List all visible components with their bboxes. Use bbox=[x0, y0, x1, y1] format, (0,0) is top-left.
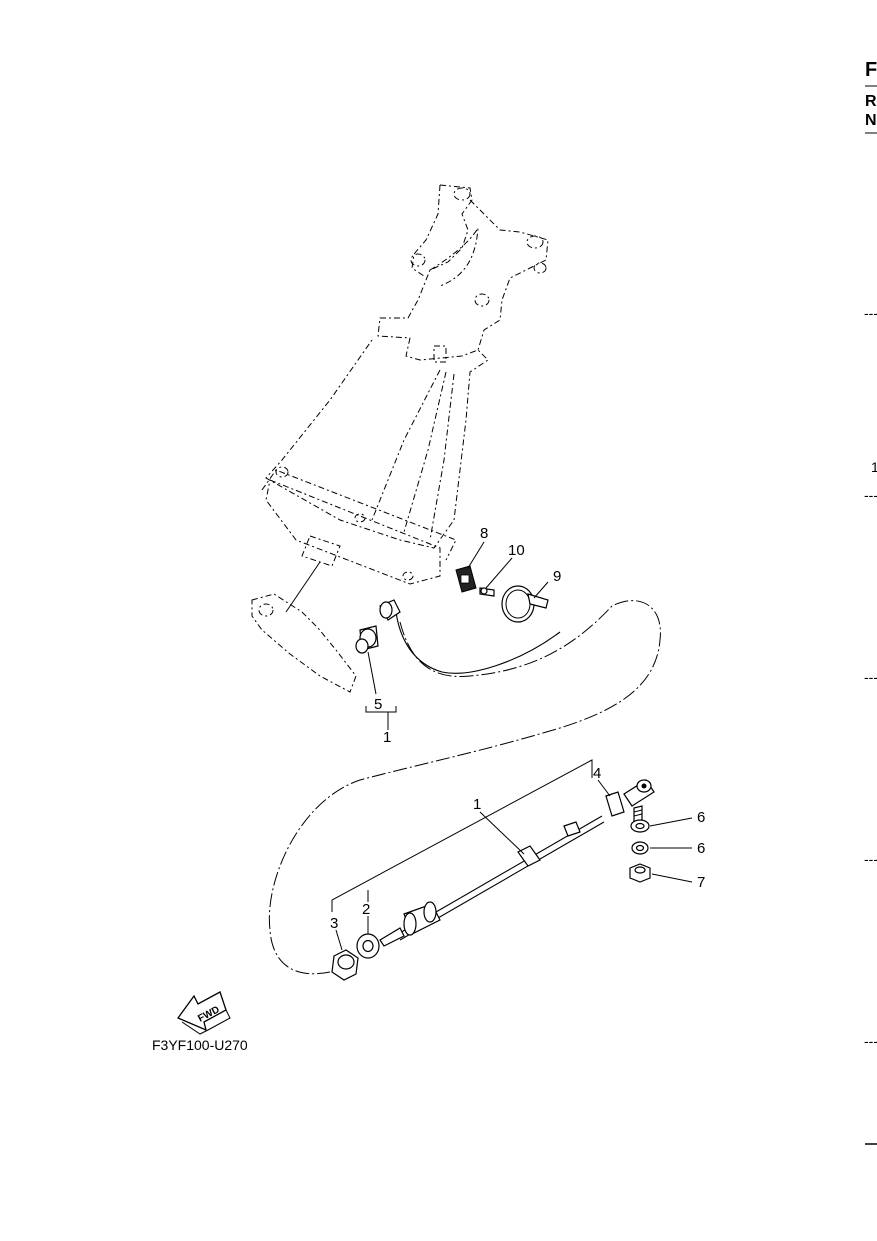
callout-4: 4 bbox=[593, 765, 601, 782]
cable-joint-4 bbox=[605, 779, 655, 823]
leader-lines bbox=[331, 541, 693, 951]
figure-code: F3YF100-U270 bbox=[152, 1037, 248, 1053]
margin-tick: --- bbox=[864, 305, 877, 321]
cable-band-9 bbox=[501, 585, 549, 623]
margin-tick: --- bbox=[864, 851, 877, 867]
callout-6-a: 6 bbox=[697, 809, 705, 826]
callout-9: 9 bbox=[553, 568, 561, 585]
margin-tick: --- bbox=[864, 669, 877, 685]
cable-clip-8 bbox=[455, 565, 477, 593]
callout-1-upper: 1 bbox=[383, 729, 391, 746]
callout-1-lower: 1 bbox=[473, 796, 481, 813]
cable-housing-end bbox=[395, 611, 561, 674]
callout-6-b: 6 bbox=[697, 840, 705, 857]
shift-cable bbox=[379, 815, 605, 947]
callout-7: 7 bbox=[697, 874, 705, 891]
cable-upper-joint bbox=[355, 599, 401, 654]
nut-3 bbox=[331, 949, 359, 981]
nut-7 bbox=[629, 863, 651, 883]
washer-2 bbox=[356, 933, 380, 959]
margin-number: 1 bbox=[871, 459, 877, 475]
cable-routing bbox=[268, 600, 661, 975]
fwd-arrow-icon: FWD bbox=[176, 991, 231, 1035]
callout-2: 2 bbox=[362, 901, 370, 918]
washer-6-b bbox=[631, 841, 649, 855]
steering-column-housing bbox=[251, 184, 549, 693]
header-fragment: F R N bbox=[865, 59, 877, 134]
header-letter-n: N bbox=[865, 112, 877, 129]
header-letter-f: F bbox=[865, 59, 877, 81]
margin-tick: --- bbox=[864, 487, 877, 503]
callout-5: 5 bbox=[374, 696, 382, 713]
margin-tick: --- bbox=[864, 1033, 877, 1049]
callouts: 8 10 9 5 1 4 1 6 6 7 2 3 bbox=[330, 525, 705, 932]
margin-marks: --- 1 --- --- --- --- bbox=[864, 305, 877, 1145]
washer-6-a bbox=[630, 819, 650, 833]
rivet-10 bbox=[479, 587, 495, 597]
leader-line bbox=[285, 561, 321, 613]
header-letter-r: R bbox=[865, 93, 877, 110]
callout-3: 3 bbox=[330, 915, 338, 932]
callout-10: 10 bbox=[508, 542, 525, 559]
callout-8: 8 bbox=[480, 525, 488, 542]
